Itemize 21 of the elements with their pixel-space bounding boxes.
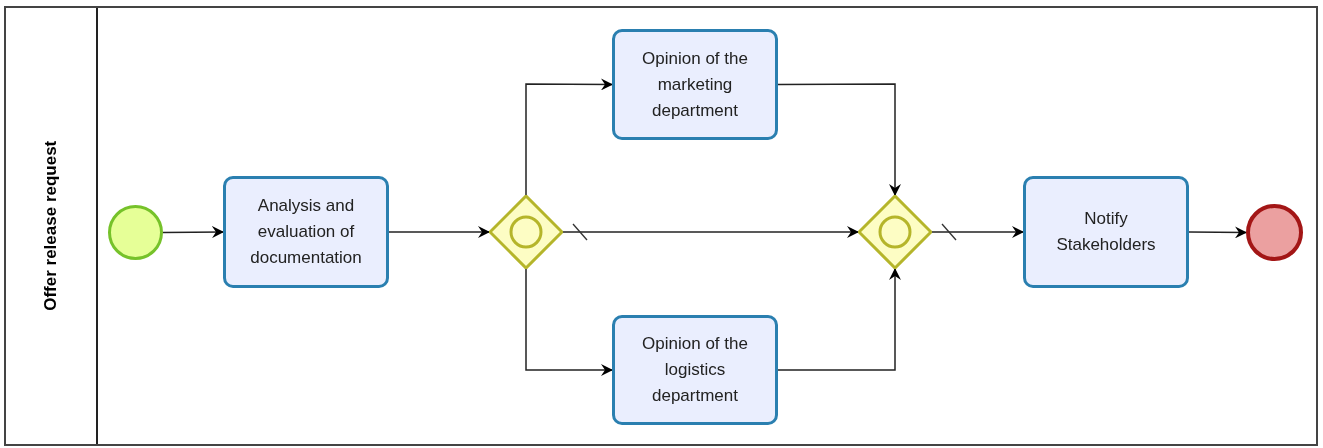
task-label: Analysis and evaluation of documentation bbox=[249, 195, 363, 269]
task-box bbox=[223, 176, 389, 288]
pool bbox=[4, 6, 1318, 446]
task-label: Notify Stakeholders bbox=[1055, 208, 1157, 256]
gateway-diamond bbox=[489, 195, 563, 269]
sequence-flow-arrow bbox=[525, 78, 613, 196]
task-box bbox=[1023, 176, 1189, 288]
gateway-diamond bbox=[858, 195, 932, 269]
sequence-flow-arrow bbox=[931, 226, 1024, 238]
task-box bbox=[612, 29, 778, 140]
task-box bbox=[612, 315, 778, 425]
pool-label: Offer release request bbox=[40, 140, 62, 312]
sequence-flow-arrow bbox=[777, 83, 901, 196]
sequence-flow-arrow bbox=[777, 268, 901, 371]
sequence-flow-arrow bbox=[562, 226, 859, 238]
task-label: Opinion of the marketing department bbox=[641, 47, 749, 122]
sequence-flow-arrow bbox=[1188, 226, 1247, 239]
sequence-flow-arrow bbox=[162, 226, 224, 239]
sequence-flow-arrow bbox=[388, 226, 490, 238]
sequence-flow-arrow bbox=[525, 268, 613, 376]
task-label: Opinion of the logistics department bbox=[641, 333, 749, 407]
